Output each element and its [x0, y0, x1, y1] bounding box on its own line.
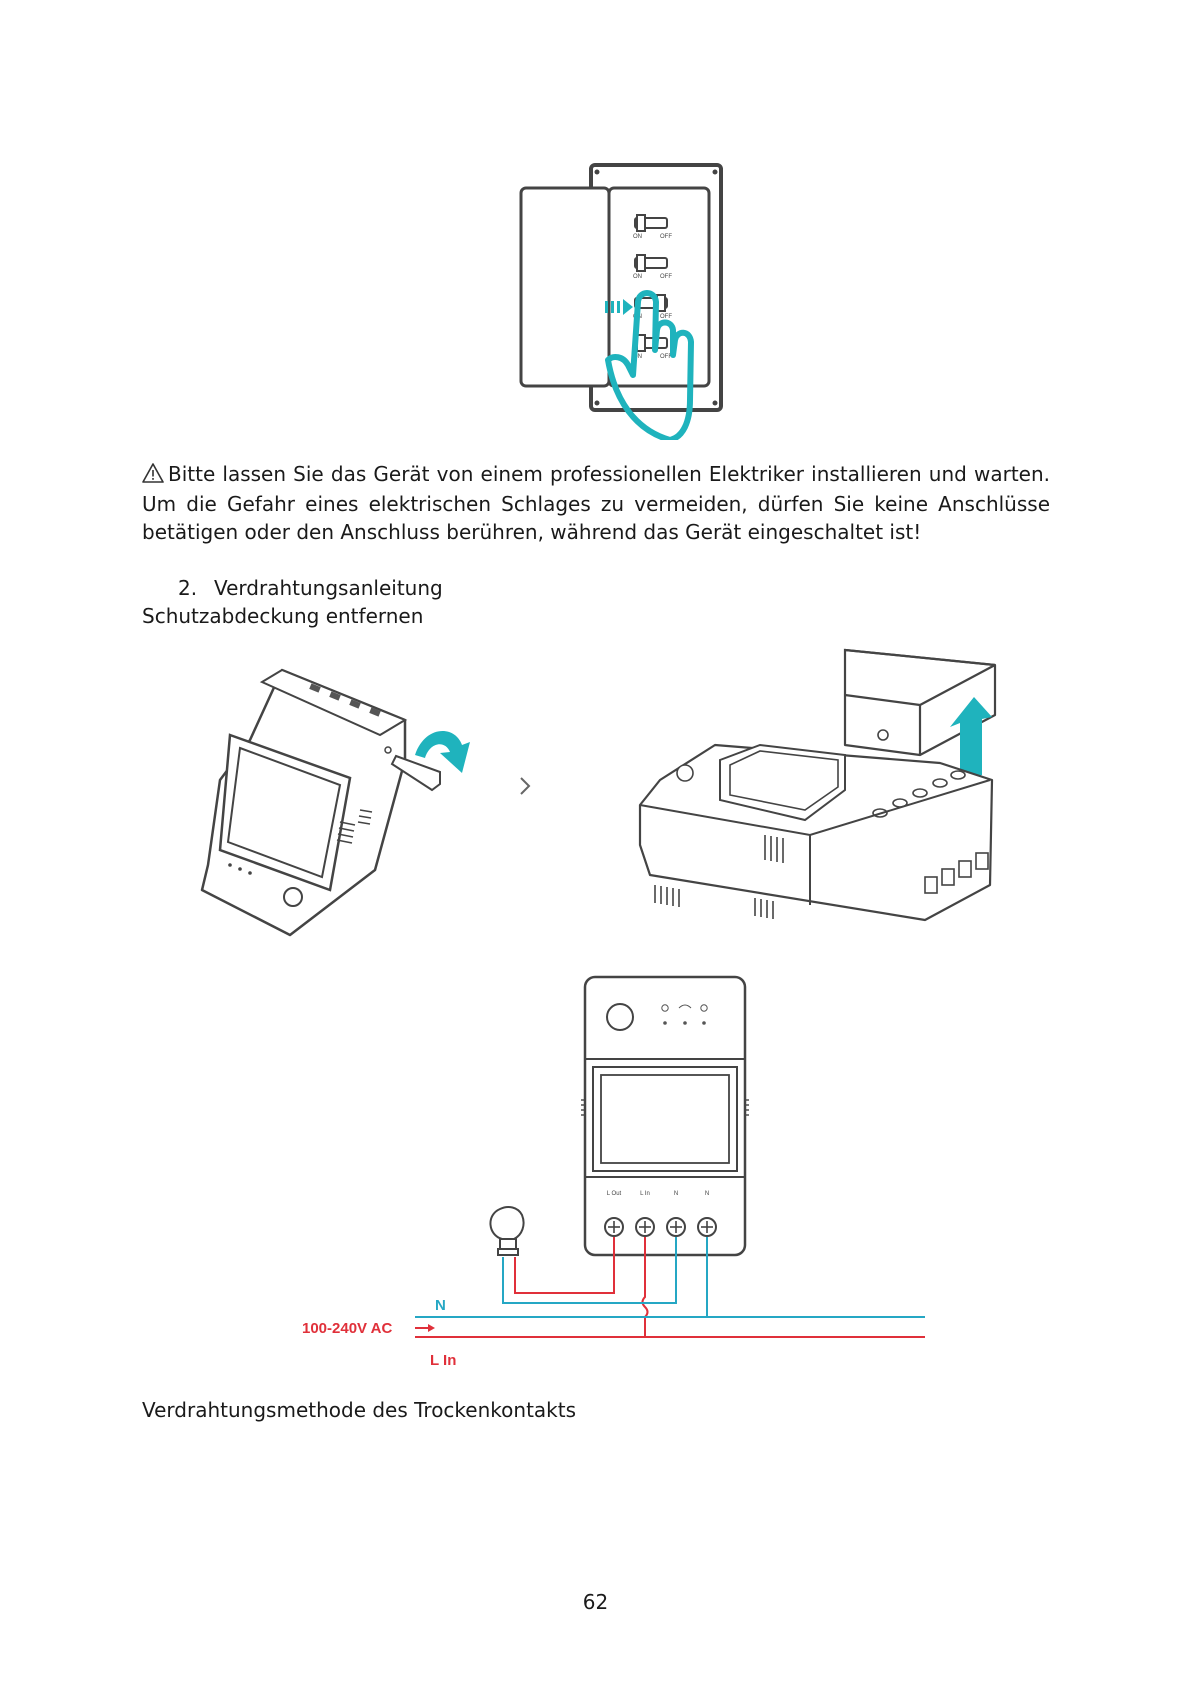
warning-triangle-icon: [142, 462, 164, 490]
device-screwdriver-illustration: [200, 668, 531, 937]
screwdriver-icon: [390, 754, 441, 792]
svg-text:OFF: OFF: [660, 314, 672, 320]
lamp-icon: [489, 1206, 525, 1256]
svg-text:OFF: OFF: [660, 234, 672, 240]
dip-switch-2: ON OFF: [633, 254, 672, 280]
cover-removal-illustration: [638, 648, 997, 922]
svg-text:ON: ON: [633, 354, 642, 360]
neutral-label: N: [435, 1297, 446, 1314]
status-leds: [661, 1004, 708, 1025]
voltage-label: 100-240V AC: [302, 1320, 392, 1337]
input-arrow-icon: [415, 1324, 435, 1332]
chevron-right-icon: [520, 777, 531, 795]
terminal-label-n1: N: [674, 1191, 678, 1197]
wiring-diagram: L Out L In N N N 100-240V AC L In: [302, 975, 925, 1369]
wiring-caption: Verdrahtungsmethode des Trockenkontakts: [142, 1398, 577, 1422]
svg-text:ON: ON: [633, 274, 642, 280]
line-in-label: L In: [430, 1352, 456, 1369]
power-button: [606, 1003, 634, 1031]
section-number: 2.: [178, 576, 198, 600]
dip-switch-1: ON OFF: [633, 214, 672, 240]
svg-text:OFF: OFF: [660, 274, 672, 280]
warning-text: Bitte lassen Sie das Gerät von einem pro…: [142, 462, 1050, 544]
push-arrow-icon: [605, 299, 633, 315]
terminal-labels: L Out L In N N: [607, 1191, 709, 1197]
hand-icon: [605, 290, 694, 440]
safety-warning: Bitte lassen Sie das Gerät von einem pro…: [142, 460, 1050, 546]
terminal-label-lin: L In: [640, 1191, 650, 1197]
terminal-label-lout: L Out: [607, 1191, 622, 1197]
page-number: 62: [582, 1590, 609, 1614]
section-subtitle: Schutzabdeckung entfernen: [142, 604, 424, 628]
dip-switch-illustration: ON OFF ON OFF ON OFF ON OFF: [519, 163, 723, 440]
pry-arrow-icon: [415, 731, 470, 773]
svg-text:ON: ON: [633, 234, 642, 240]
protective-cover: [843, 648, 997, 757]
section-title: Verdrahtungsanleitung: [214, 576, 443, 600]
svg-text:OFF: OFF: [660, 354, 672, 360]
lift-arrow-icon: [950, 697, 992, 783]
section-heading: 2. Verdrahtungsanleitung: [178, 574, 443, 602]
terminal-label-n2: N: [705, 1191, 709, 1197]
